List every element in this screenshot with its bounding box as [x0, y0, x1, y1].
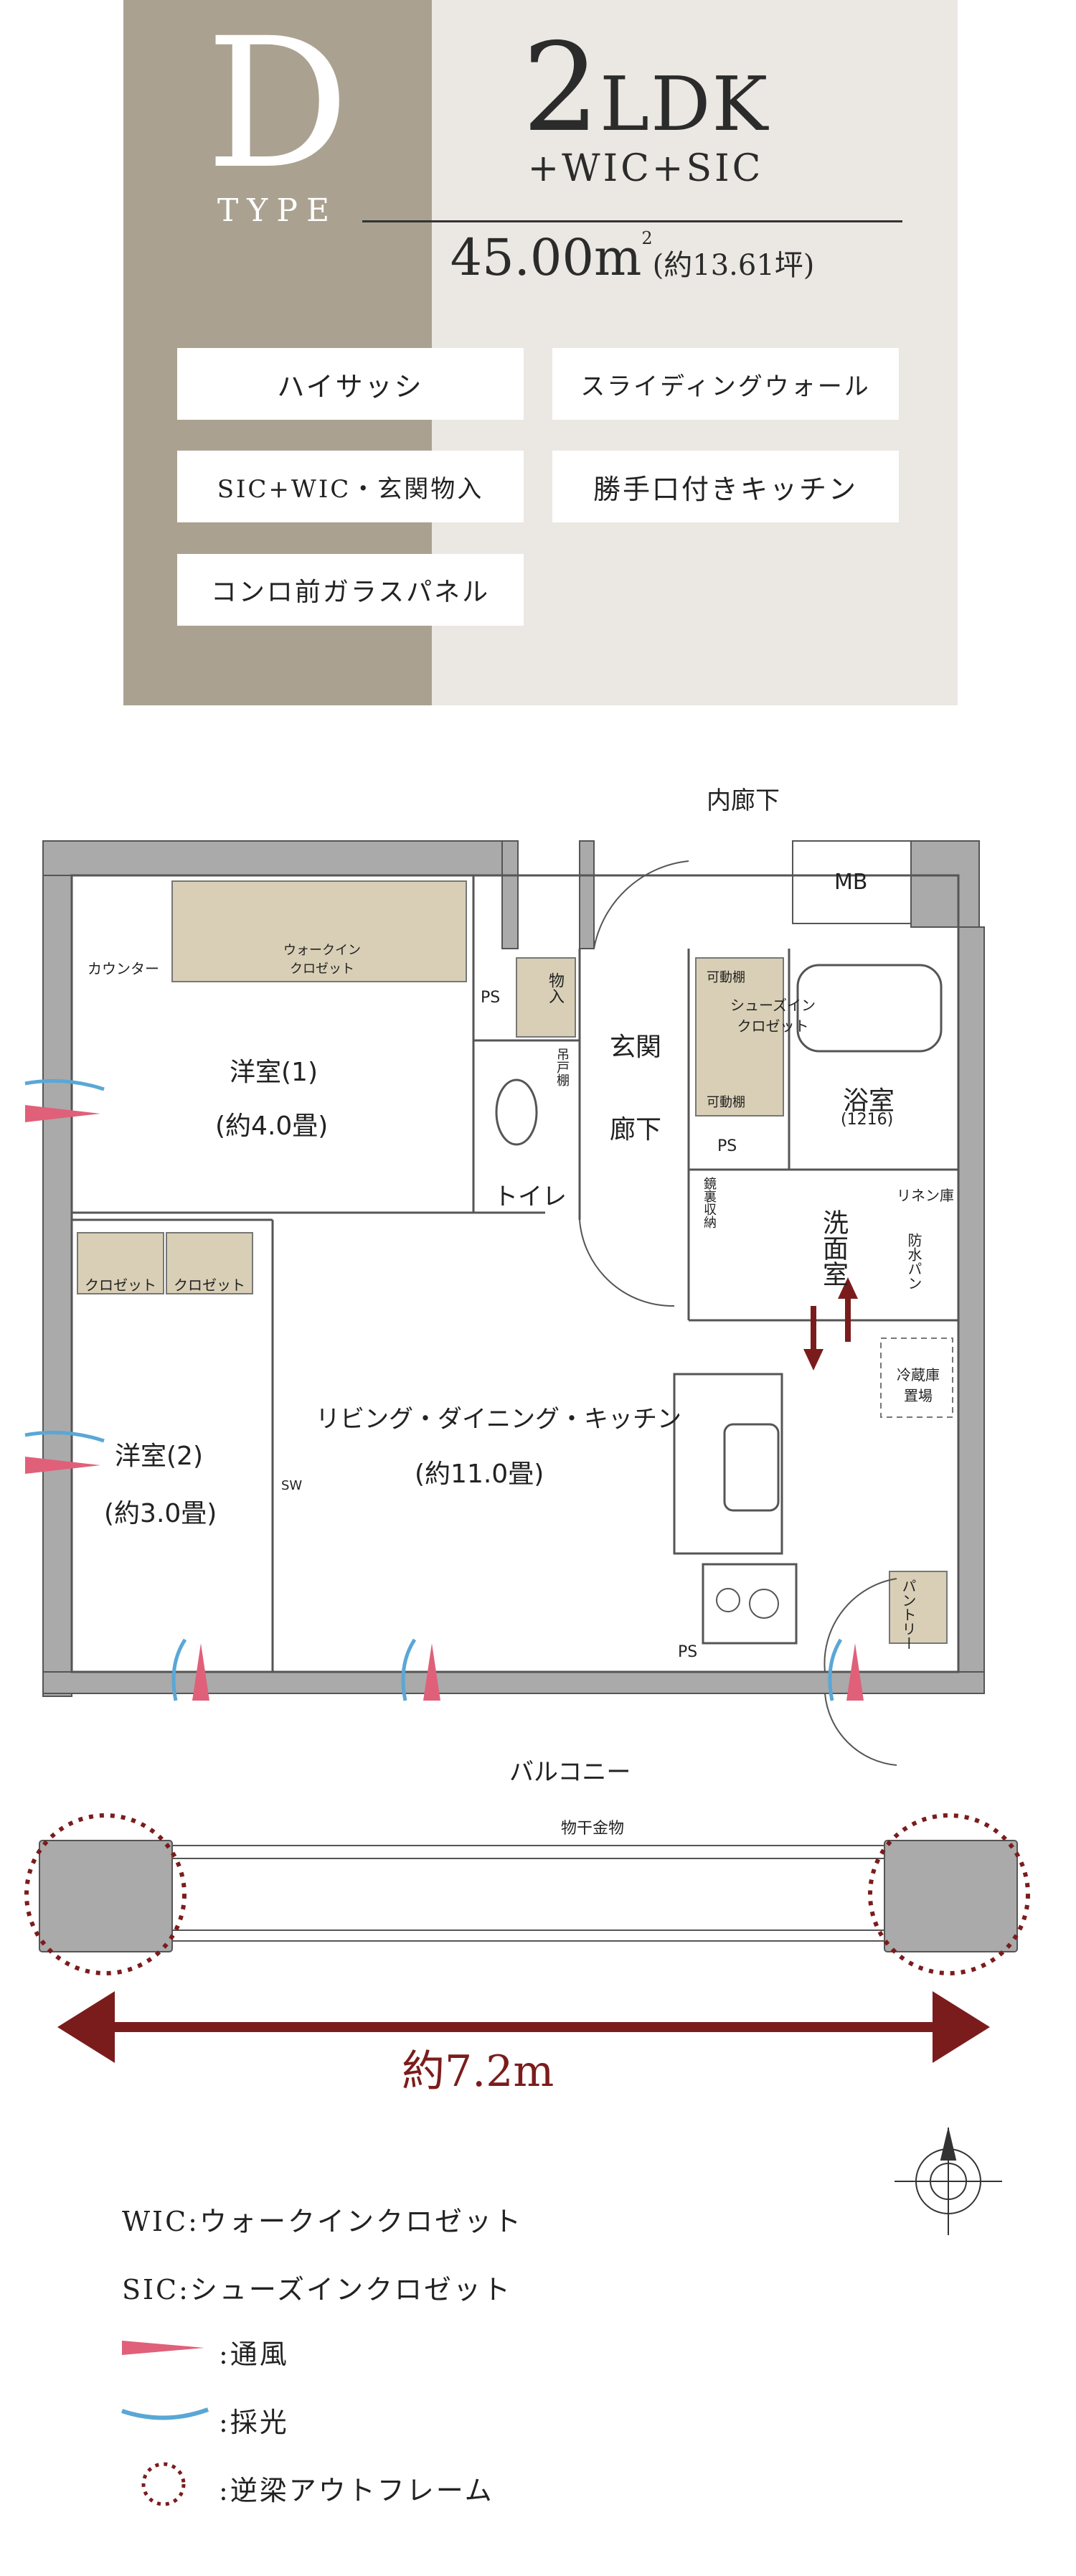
label-closet-1: クロゼット [85, 1277, 156, 1294]
label-ps-1: PS [481, 989, 501, 1007]
area-unit: m [594, 228, 642, 287]
label-balcony: バルコニー [509, 1758, 631, 1787]
label-corridor: 内廊下 [707, 786, 780, 815]
label-western2-size: (約3.0畳) [104, 1499, 217, 1528]
label-ldk: リビング・ダイニング・キッチン [316, 1405, 681, 1434]
feature-sliding-wall: スライディングウォール [552, 348, 899, 420]
label-ps-2: PS [717, 1137, 737, 1155]
label-western1-size: (約4.0畳) [215, 1111, 329, 1141]
interior-walls [70, 874, 960, 1673]
area-value: 45.00 [450, 228, 594, 287]
legend-lighting: :採光 [219, 2407, 289, 2438]
label-mirror-storage: 鏡裏収納 [702, 1177, 717, 1228]
vent-marks [25, 1105, 864, 1701]
legend-ventilation: :通風 [219, 2338, 289, 2370]
type-letter: D [205, 0, 350, 208]
legend-vent-icon [122, 2341, 204, 2355]
layout-title: 2LDK [387, 27, 904, 165]
door-swings [579, 860, 897, 1766]
label-wic: ウォークイン クロゼット [283, 943, 361, 977]
feature-kitchen-door: 勝手口付きキッチン [552, 451, 899, 522]
label-entrance: 玄関 [610, 1033, 662, 1062]
feature-high-sash: ハイサッシ [177, 348, 524, 420]
label-bath: 浴室 [843, 1086, 895, 1116]
dimension-arrow [57, 1991, 990, 2063]
label-ldk-size: (約11.0畳) [415, 1459, 544, 1489]
balcony-outline [172, 1845, 884, 1942]
legend-light-icon [121, 2407, 209, 2420]
storage-areas [77, 880, 948, 1644]
layout-number: 2 [522, 17, 600, 159]
label-ps-3: PS [678, 1643, 698, 1661]
label-drying-hardware: 物干金物 [561, 1820, 625, 1838]
label-counter: カウンター [88, 960, 159, 977]
kitchen-sink [723, 1423, 780, 1512]
area-text: 45.00m2(約13.61坪) [362, 228, 902, 287]
label-sic: シューズイン クロゼット [730, 997, 816, 1035]
feature-glass-panel: コンロ前ガラスパネル [177, 554, 524, 626]
label-movable-shelf-1: 可動棚 [707, 970, 745, 985]
dimension-label: 約7.2m [402, 2046, 554, 2097]
label-closet-2: クロゼット [174, 1277, 245, 1294]
legend-beam: :逆梁アウトフレーム [219, 2475, 494, 2506]
area-unit-sup: 2 [641, 228, 653, 248]
beam-circle-right [868, 1813, 1030, 1975]
label-toilet: トイレ [494, 1183, 567, 1211]
label-waterproof-pan: 防水パン [905, 1233, 922, 1290]
label-linen: リネン庫 [897, 1187, 954, 1204]
compass-icon [895, 2128, 1002, 2235]
beam-circle-left [24, 1813, 187, 1975]
label-washroom: 洗面室 [818, 1209, 848, 1287]
plan-walls [39, 840, 1018, 1952]
label-hanging-shelf: 吊戸棚 [554, 1048, 570, 1086]
label-movable-shelf-2: 可動棚 [707, 1095, 745, 1110]
header-divider [362, 220, 902, 222]
legend-sic: SIC:シューズインクロゼット [122, 2274, 513, 2305]
feature-storage: SIC+WIC・玄関物入 [177, 451, 524, 522]
legend-wic: WIC:ウォークインクロゼット [122, 2206, 523, 2237]
bathtub [796, 964, 943, 1053]
label-western2: 洋室(2) [115, 1442, 203, 1471]
light-marks [24, 1078, 843, 1701]
label-bath-size: (1216) [841, 1111, 894, 1129]
label-storage: 物入 [546, 972, 564, 1004]
fridge-space [880, 1338, 953, 1418]
label-sw: SW [281, 1478, 303, 1493]
washroom-arrows [803, 1277, 858, 1371]
mb-box [792, 840, 912, 924]
area-tsubo: (約13.61坪) [652, 249, 815, 282]
legend-beam-icon [141, 2462, 186, 2506]
label-western1: 洋室(1) [230, 1058, 318, 1087]
label-fridge: 冷蔵庫置場 [897, 1366, 940, 1404]
label-mb: MB [834, 870, 868, 895]
label-hallway: 廊下 [610, 1115, 662, 1144]
layout-letters: LDK [600, 60, 770, 148]
type-word: TYPE [217, 192, 339, 229]
kitchen-island [673, 1373, 783, 1555]
label-pantry: パントリー [900, 1579, 917, 1650]
toilet-fixture [495, 1078, 538, 1146]
layout-subtitle: +WIC+SIC [527, 147, 764, 190]
